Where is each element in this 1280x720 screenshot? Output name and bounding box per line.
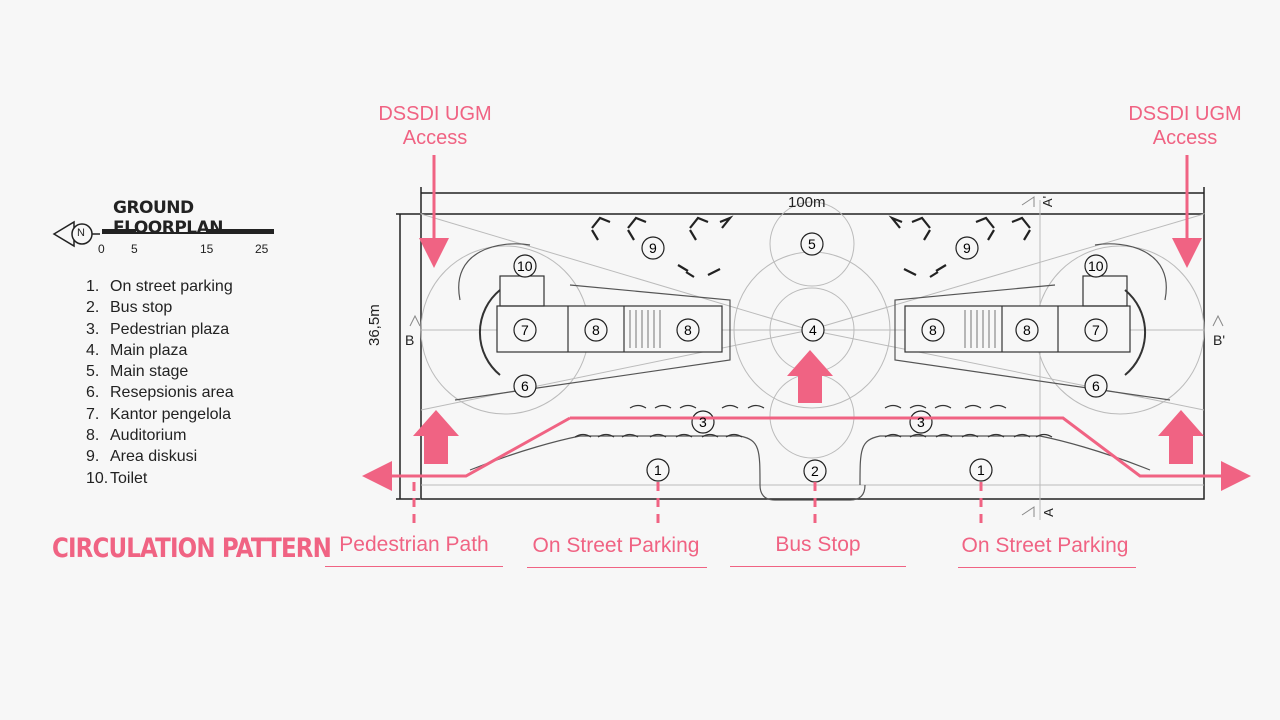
entry-arrow-left-icon xyxy=(413,410,459,464)
section-marker-b-right: B' xyxy=(1213,332,1226,348)
scale-tick-0: 0 xyxy=(98,242,105,256)
plaza-edges xyxy=(454,243,1171,501)
north-arrow-icon xyxy=(52,220,100,248)
dimension-height-label: 36,5m xyxy=(366,304,383,346)
right-access-line1: DSSDI UGM xyxy=(1128,103,1242,125)
left-access-line1: DSSDI UGM xyxy=(378,103,492,125)
zone-label-9a: 9 xyxy=(649,240,657,256)
section-lines xyxy=(409,196,1224,517)
zone-label-3a: 3 xyxy=(699,414,707,430)
zone-label-3b: 3 xyxy=(917,414,925,430)
list-item: 2.Bus stop xyxy=(86,299,173,317)
parking-rows xyxy=(574,404,1053,438)
leader-lines xyxy=(412,482,983,530)
zone-label-8b: 8 xyxy=(684,322,692,338)
list-item: 5.Main stage xyxy=(86,363,189,381)
list-item: 8.Auditorium xyxy=(86,427,187,445)
zone-label-6a: 6 xyxy=(521,378,529,394)
zone-label-10b: 10 xyxy=(1088,258,1104,274)
list-item: 3.Pedestrian plaza xyxy=(86,320,230,338)
dimension-width-label: 100m xyxy=(788,194,826,211)
pedestrian-path-label: Pedestrian Path xyxy=(339,533,489,556)
legend-header-graphic xyxy=(52,220,274,248)
on-street-parking-right-underline xyxy=(958,567,1136,568)
list-item: 4.Main plaza xyxy=(86,341,188,359)
zone-label-6b: 6 xyxy=(1092,378,1100,394)
zone-label-7a: 7 xyxy=(521,322,529,338)
zone-label-1a: 1 xyxy=(654,462,662,478)
right-access-line2: Access xyxy=(1152,127,1218,149)
north-label: N xyxy=(77,227,85,239)
zone-label-1b: 1 xyxy=(977,462,985,478)
zone-label-4: 4 xyxy=(809,322,817,338)
zone-label-2: 2 xyxy=(811,463,819,479)
scale-bar xyxy=(102,229,274,234)
scale-tick-5: 5 xyxy=(131,242,138,256)
access-arrows xyxy=(419,155,1202,268)
right-access-label: DSSDI UGM Access xyxy=(1115,102,1255,150)
zone-label-8a: 8 xyxy=(592,322,600,338)
circulation-path xyxy=(362,416,1251,491)
on-street-parking-left-underline xyxy=(527,567,707,568)
bus-stop-underline xyxy=(730,566,906,567)
zone-label-5: 5 xyxy=(808,236,816,252)
left-access-line2: Access xyxy=(402,127,468,149)
zone-label-10a: 10 xyxy=(517,258,533,274)
legend-title: GROUND FLOORPLAN xyxy=(113,198,224,238)
zone-label-9b: 9 xyxy=(963,240,971,256)
zone-label-8d: 8 xyxy=(1023,322,1031,338)
section-marker-a-top: A' xyxy=(1040,195,1056,208)
entry-arrows xyxy=(413,350,1204,464)
list-item: 9.Area diskusi xyxy=(86,448,198,466)
on-street-parking-right-label: On Street Parking xyxy=(961,534,1129,557)
zone-markers xyxy=(513,232,1108,483)
scale-tick-25: 25 xyxy=(255,242,269,256)
bus-stop-label: Bus Stop xyxy=(775,533,861,556)
dimension-width xyxy=(420,187,1205,213)
on-street-parking-left-label: On Street Parking xyxy=(532,534,700,557)
entry-arrow-center-icon xyxy=(787,350,833,403)
section-title: CIRCULATION PATTERN xyxy=(52,533,332,564)
section-marker-b-left: B xyxy=(405,332,415,348)
list-item: 7.Kantor pengelola xyxy=(86,405,231,423)
list-item: 6.Resepsionis area xyxy=(86,384,234,402)
left-access-label: DSSDI UGM Access xyxy=(365,102,505,150)
scale-tick-15: 15 xyxy=(200,242,214,256)
zone-label-8c: 8 xyxy=(929,322,937,338)
discussion-seating xyxy=(591,215,1031,278)
section-marker-a-bottom: A xyxy=(1040,508,1056,517)
legend-list: 1.On street parking 2.Bus stop 3.Pedestr… xyxy=(86,276,296,489)
zone-label-7b: 7 xyxy=(1092,322,1100,338)
entry-arrow-right-icon xyxy=(1158,410,1204,464)
pedestrian-path-underline xyxy=(325,566,503,567)
list-item: 10.Toilet xyxy=(86,469,148,487)
list-item: 1.On street parking xyxy=(86,278,233,295)
dimension-height xyxy=(396,213,420,500)
site-boundary xyxy=(420,213,1205,500)
